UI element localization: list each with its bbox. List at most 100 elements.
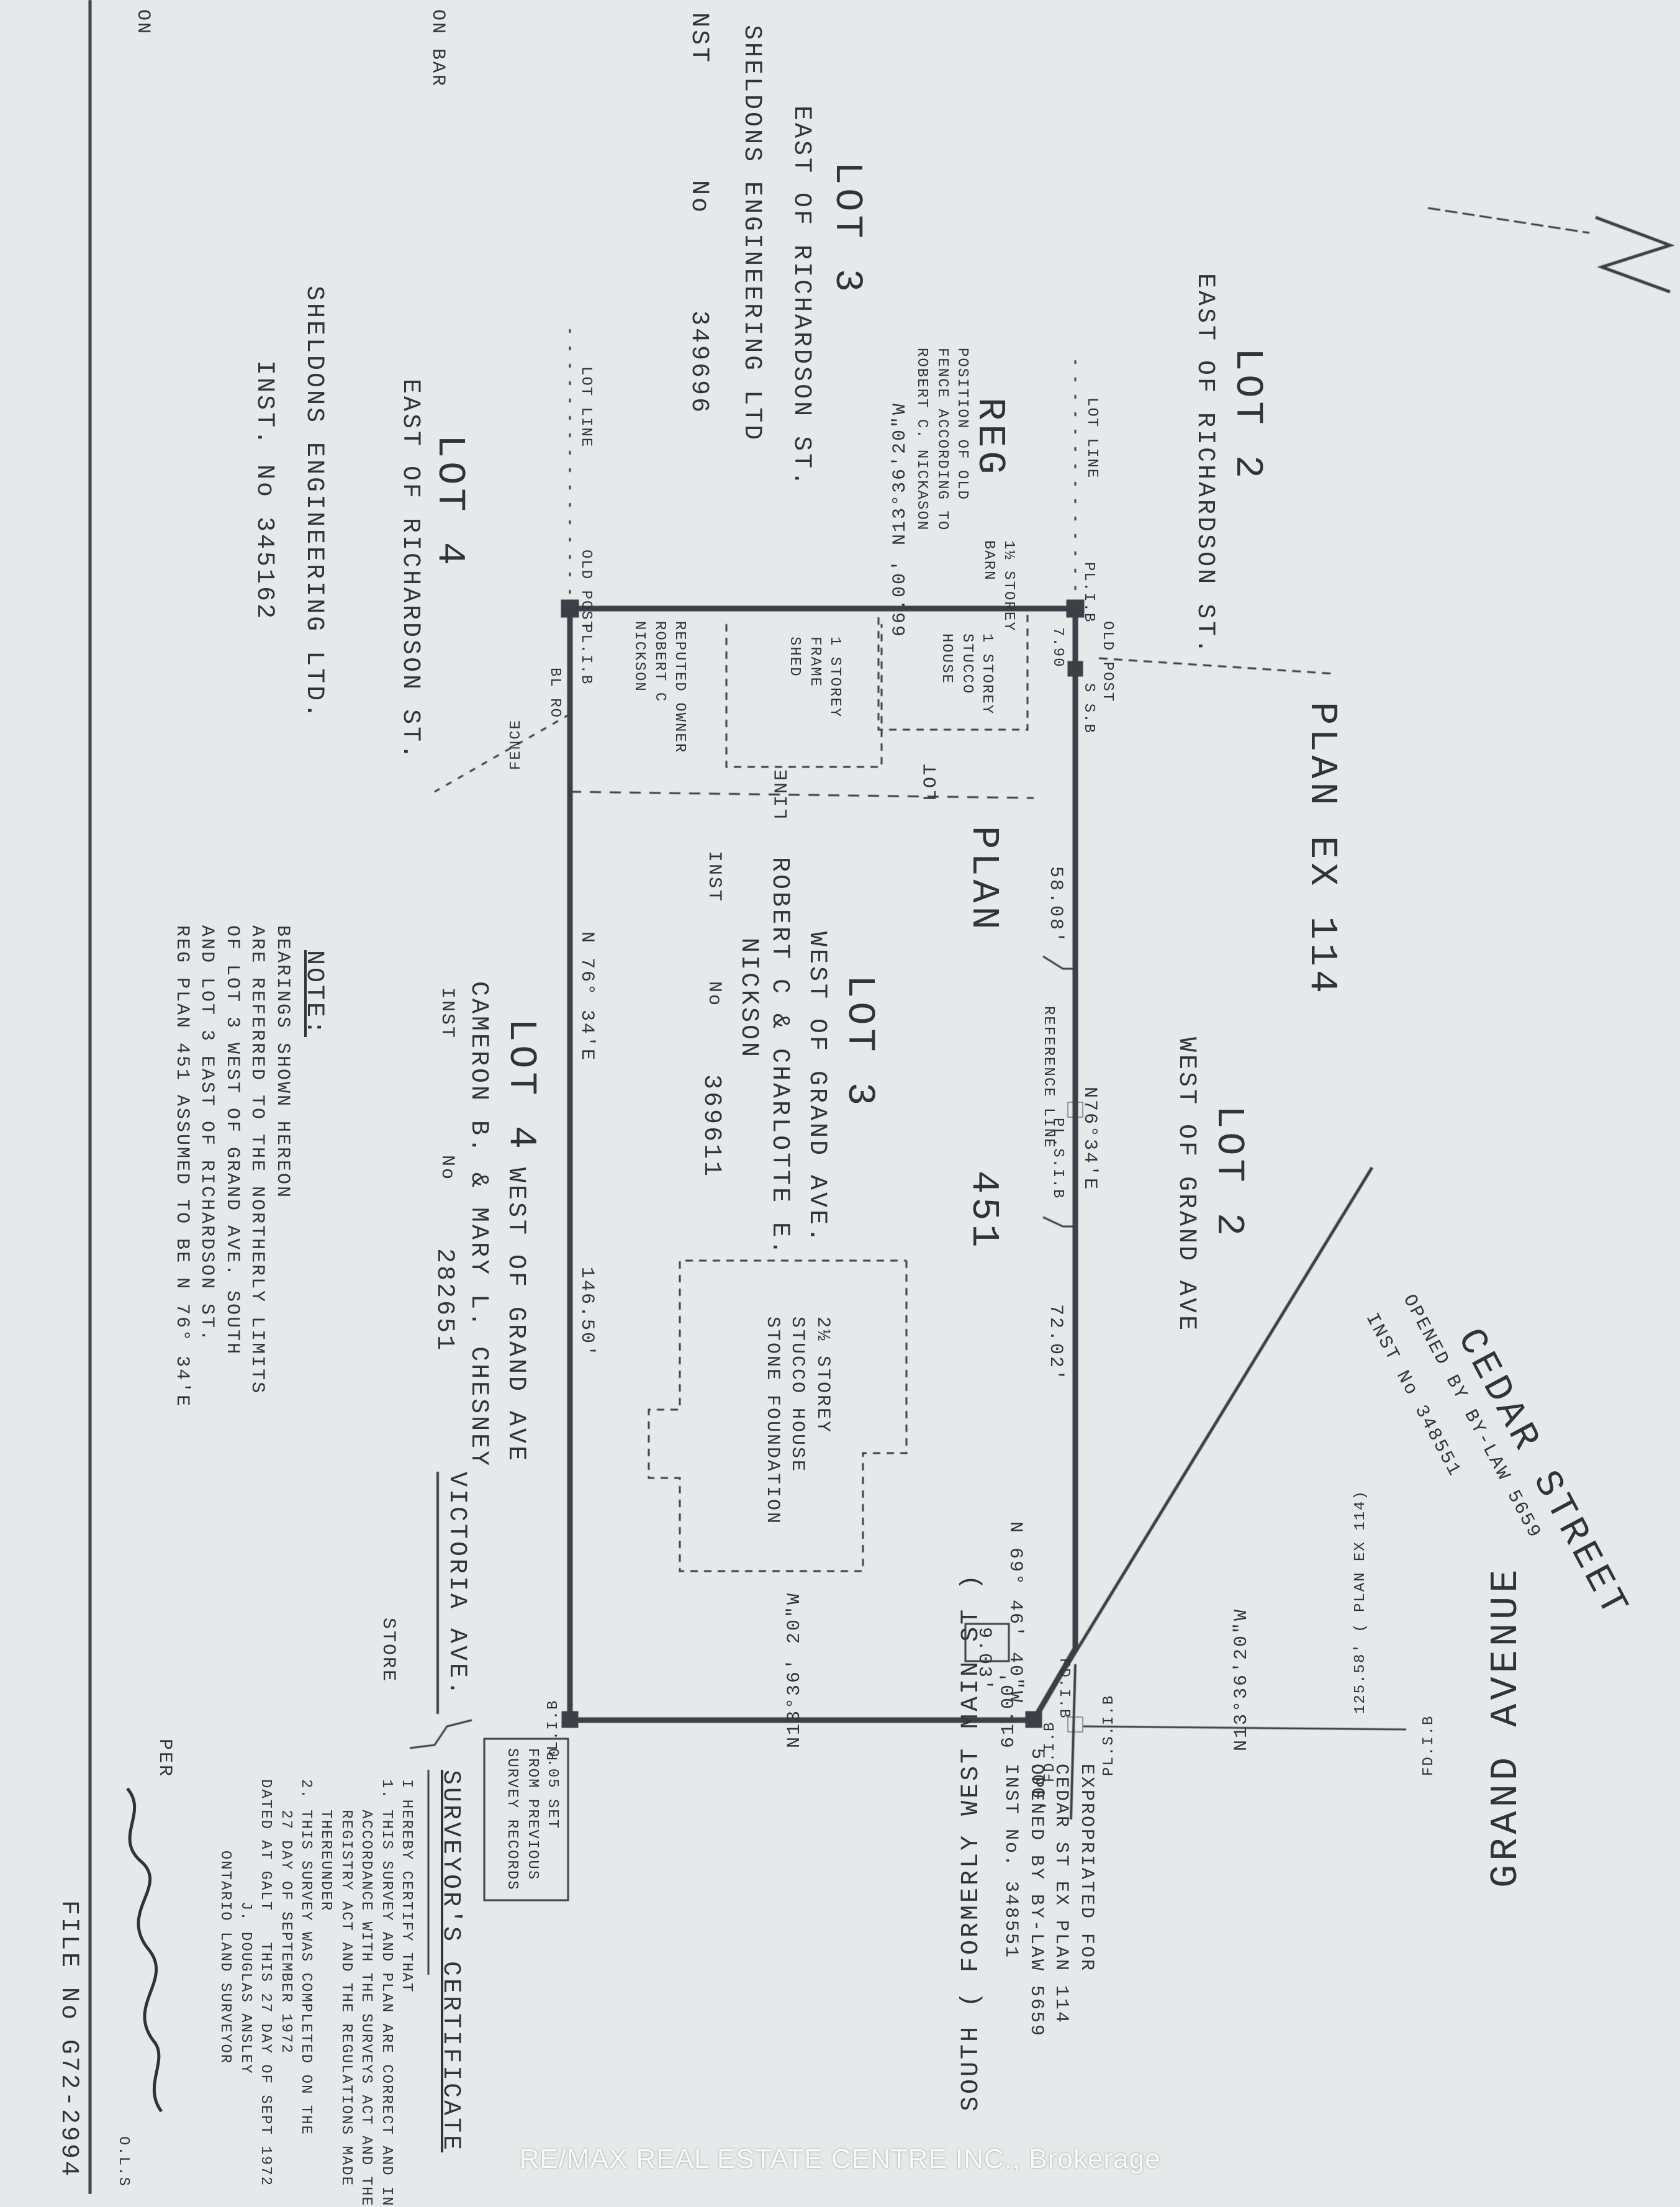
lot4-grand-label: LOT 4 bbox=[499, 1018, 543, 1153]
lot3-richardson-sub: EAST OF RICHARDSON ST. bbox=[787, 106, 815, 489]
marker-pl-ib-south: PL.I.B bbox=[545, 1699, 562, 1761]
owner-cameron-label: CAMERON B. & MARY L. CHESNEY bbox=[464, 981, 492, 1469]
bearing-n13-grand: N13°36'20"W bbox=[1231, 1607, 1252, 1751]
inst-bottom-label: INST. No 345162 bbox=[250, 360, 278, 622]
old-fence-note: POSITION OF OLD FENCE ACCORDING TO ROBER… bbox=[913, 348, 970, 532]
note-title: NOTE: bbox=[300, 950, 328, 1038]
marker-pl-sib-ref: PL.S.I.B bbox=[1049, 1118, 1066, 1200]
dim-12558: 125.58' ( PLAN EX 114) bbox=[1352, 1490, 1369, 1714]
stucco-house-outline bbox=[648, 1259, 908, 1572]
grand-avenue-label: GRAND AVENUE bbox=[1484, 1566, 1528, 1888]
barn-label: 1½ STOREY BARN bbox=[980, 540, 1017, 632]
cedar-street-line bbox=[1034, 1166, 1374, 1719]
certificate-body: I HEREBY CERTIFY THAT 1. THIS SURVEY AND… bbox=[217, 1779, 415, 2207]
set-records-box bbox=[483, 1738, 569, 1901]
dim-north-6600: 66.00' N13°36'20"W bbox=[890, 401, 911, 637]
plib-monument-south bbox=[561, 1711, 579, 1728]
property-boundary bbox=[567, 605, 1078, 1723]
lot4-grand-sub: WEST OF GRAND AVE bbox=[502, 1167, 530, 1464]
lot2-grand-sub: WEST OF GRAND AVE bbox=[1172, 1037, 1200, 1333]
dim-790: 7.90 bbox=[1049, 627, 1066, 668]
lot3-richardson-label: LOT 3 bbox=[825, 161, 869, 296]
marker-bl-ro: BL RO bbox=[546, 668, 563, 719]
owner-cameron-no: No bbox=[436, 1155, 458, 1182]
dimension-box-903 bbox=[964, 1623, 1010, 1662]
reference-line-tick bbox=[1042, 955, 1075, 970]
lot3-grand-sub: WEST OF GRAND AVE. bbox=[803, 931, 831, 1245]
marker-plib-top: PL.I.B bbox=[1080, 562, 1097, 623]
north-arrow-icon bbox=[1595, 215, 1675, 294]
psib-monument-grand bbox=[1067, 1716, 1083, 1733]
sheldons-top-label: SHELDONS ENGINEERING LTD bbox=[738, 25, 765, 443]
owner-inst-no: No bbox=[703, 981, 725, 1008]
file-number-label: FILE No G72-2994 bbox=[55, 1900, 83, 2179]
owner-cameron-inst: INST bbox=[436, 987, 458, 1040]
victoria-ave-label: VICTORIA AVE. bbox=[443, 1472, 471, 1698]
certificate-title: SURVEYOR'S CERTIFICATE bbox=[436, 1770, 464, 2153]
house-25-label: 2½ STOREY STUCCO HOUSE STONE FOUNDATION bbox=[762, 1316, 833, 1526]
lot-line-label-1: LOT LINE bbox=[1083, 397, 1100, 479]
dim-5808: 58.08' bbox=[1045, 866, 1066, 945]
lot2-grand-label: LOT 2 bbox=[1207, 1105, 1251, 1240]
ref-monument bbox=[1067, 1102, 1083, 1118]
per-label: PER bbox=[154, 1739, 175, 1779]
plan-ex-tie-line bbox=[1083, 1725, 1407, 1731]
bearing-n76-top: N76°34'E bbox=[1079, 1087, 1100, 1192]
marker-plib-bottom: PL.I.B bbox=[577, 624, 594, 686]
owner-robert-label-2: NICKSON bbox=[734, 938, 762, 1060]
marker-fence: FENCE bbox=[508, 718, 525, 770]
lot2-richardson-sub: EAST OF RICHARDSON ST. bbox=[1191, 273, 1219, 656]
north-arrow-line bbox=[1427, 207, 1590, 234]
frame-shed-label: 1 STOREY FRAME SHED bbox=[786, 637, 843, 718]
note-body: BEARINGS SHOWN HEREON ARE REFERRED TO TH… bbox=[171, 925, 293, 1408]
inst-top-label: NST bbox=[685, 12, 713, 65]
reputed-owner-label: REPUTED OWNER ROBERT C NICKSON bbox=[631, 621, 688, 754]
brokerage-watermark: RE/MAX REAL ESTATE CENTRE INC., Brokerag… bbox=[519, 2144, 1161, 2174]
marker-fd-ib-corner: FD.I.B bbox=[1042, 1721, 1059, 1782]
plan-label: PLAN bbox=[962, 826, 1006, 933]
marker-old-post-top: OLD POST bbox=[1099, 621, 1116, 703]
fence-line bbox=[434, 713, 571, 793]
ssb-monument bbox=[1067, 661, 1083, 677]
frame-shed-outline bbox=[725, 624, 883, 768]
barn-building-outline bbox=[877, 615, 1029, 731]
dim-7202: 72.02' bbox=[1045, 1304, 1066, 1383]
owner-cameron-num: 282651 bbox=[430, 1248, 458, 1353]
owner-inst-num: 369611 bbox=[697, 1074, 725, 1179]
dim-south-6100: 61.00' bbox=[998, 1669, 1019, 1748]
marker-pl-sib-grand: PL.S.I.B bbox=[1101, 1694, 1118, 1776]
lot4-richardson-sub: EAST OF RICHARDSON ST. bbox=[396, 379, 424, 762]
store-label: STORE bbox=[377, 1618, 399, 1684]
lot4-richardson-label: LOT 4 bbox=[428, 435, 472, 569]
old-post-monument-bottom bbox=[561, 599, 579, 618]
owner-inst-label: INST bbox=[703, 851, 725, 904]
set-records-note: 0.05 SET FROM PREVIOUS SURVEY RECORDS bbox=[504, 1748, 561, 1891]
stucco-house-label: 1 STOREY STUCCO HOUSE bbox=[938, 633, 995, 715]
bearing-n13-south: N13°36' 20"W bbox=[784, 1591, 805, 1748]
plan-number-label: 451 bbox=[962, 1171, 1006, 1251]
marker-fd-ib-grand: FD.I.B bbox=[1420, 1715, 1437, 1776]
dim-14650: 146.50' bbox=[576, 1267, 597, 1359]
edge-bar-label: ON BAR bbox=[427, 9, 448, 88]
edge-on-label: ON bbox=[132, 9, 153, 36]
plan-ex-label: PLAN EX 114 bbox=[1300, 702, 1344, 997]
line-word-label: LINE bbox=[772, 767, 793, 820]
marker-old-post-bottom: OLD POST bbox=[577, 550, 594, 632]
owner-robert-label: ROBERT C & CHARLOTTE E. bbox=[765, 857, 793, 1258]
old-post-monument-top bbox=[1066, 599, 1085, 618]
lot-line-label-2: LOT LINE bbox=[577, 366, 594, 448]
lot2-richardson-label: LOT 2 bbox=[1226, 348, 1270, 483]
reg-label: REG bbox=[968, 397, 1012, 478]
inst-top-no: No bbox=[685, 180, 713, 215]
sheldons-bottom-label: SHELDONS ENGINEERING LTD. bbox=[300, 286, 328, 721]
lot3-grand-label: LOT 3 bbox=[838, 975, 882, 1110]
fdib-monument-corner bbox=[1025, 1711, 1042, 1728]
reference-line-tick-2 bbox=[1042, 1216, 1075, 1228]
store-line bbox=[409, 1719, 472, 1749]
dim-903: 9.03' bbox=[973, 1627, 995, 1693]
marker-ssb: S S.B bbox=[1080, 683, 1097, 735]
marker-fd-ib: FD.I.B bbox=[1055, 1658, 1072, 1720]
expropriated-note: EXPROPRIATED FOR CEDAR ST EX PLAN 114 OP… bbox=[1000, 1764, 1098, 2038]
